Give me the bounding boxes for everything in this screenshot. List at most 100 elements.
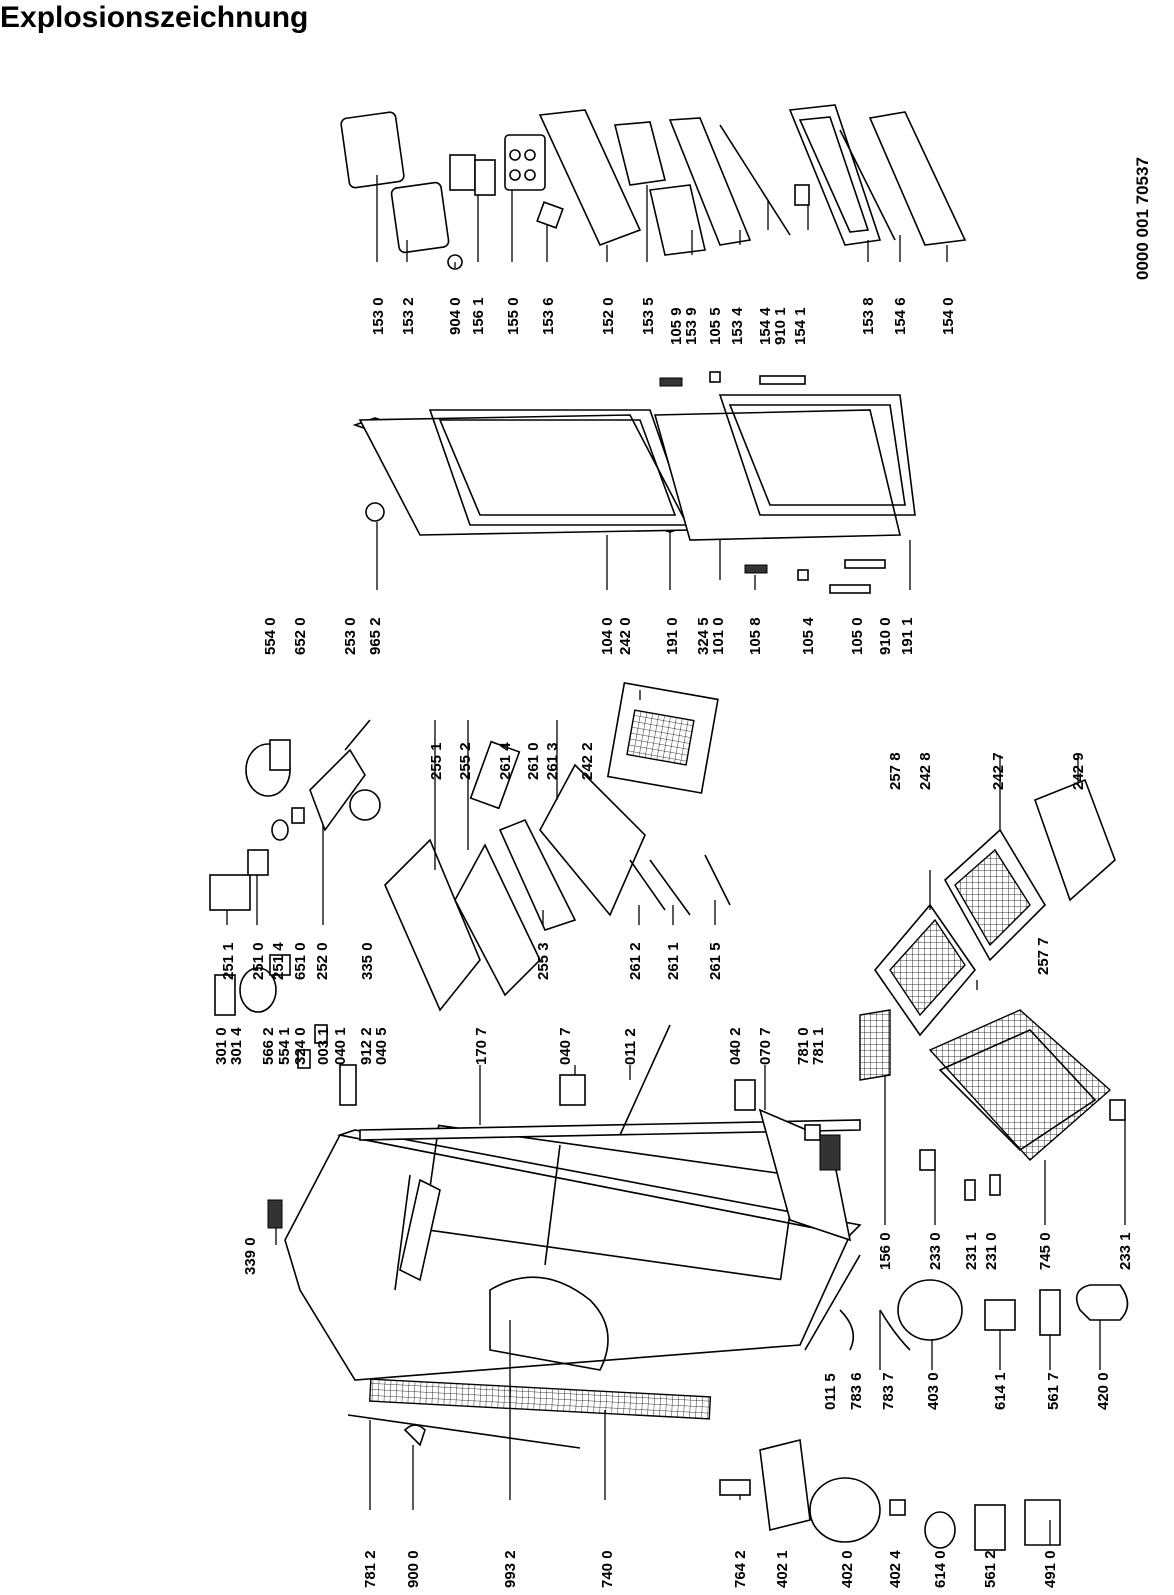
part-label: 156 0: [877, 1232, 894, 1270]
part-label: 191 1: [899, 617, 916, 655]
part-label: 153 9: [683, 307, 700, 345]
part-label: 261 3: [544, 742, 561, 780]
part-label: 153 2: [400, 297, 417, 335]
part-label: 231 1: [963, 1232, 980, 1270]
part-label: 965 2: [367, 617, 384, 655]
part-label: 070 7: [757, 1027, 774, 1065]
leader-lines: [226, 175, 1126, 1545]
thermostat-drawing: [209, 719, 381, 911]
part-label: 900 0: [405, 1550, 422, 1588]
part-label: 764 2: [732, 1550, 749, 1588]
part-label: 257 8: [887, 752, 904, 790]
part-label: 783 7: [880, 1372, 897, 1410]
part-label: 233 1: [1117, 1232, 1134, 1270]
part-label: 614 1: [992, 1372, 1009, 1410]
part-label: 105 9: [668, 307, 685, 345]
part-label: 402 1: [774, 1550, 791, 1588]
part-drawings: [209, 104, 1129, 1551]
page-title: Explosionszeichnung: [0, 1, 309, 34]
part-label: 745 0: [1037, 1232, 1054, 1270]
part-label: 781 2: [362, 1550, 379, 1588]
part-label: 253 0: [342, 617, 359, 655]
part-label: 191 0: [664, 617, 681, 655]
condenser-drawing: [347, 1378, 712, 1449]
part-label: 255 2: [457, 742, 474, 780]
compressor-drawing: [719, 1254, 1129, 1551]
hinge-parts-drawing: [365, 371, 886, 594]
part-label: 170 7: [473, 1027, 490, 1065]
part-label: 561 2: [982, 1550, 999, 1588]
part-label: 261 1: [665, 942, 682, 980]
part-label: 561 7: [1045, 1372, 1062, 1410]
part-label: 420 0: [1095, 1372, 1112, 1410]
part-label: 011 2: [622, 1028, 639, 1065]
part-label: 242 8: [917, 752, 934, 790]
part-label: 153 8: [860, 297, 877, 335]
part-label: 301 0: [213, 1027, 230, 1065]
part-label: 105 4: [800, 617, 817, 655]
part-label: 993 2: [502, 1550, 519, 1588]
part-label: 255 3: [535, 942, 552, 980]
part-label: 566 2: [260, 1027, 277, 1065]
part-label: 910 0: [877, 617, 894, 655]
part-label: 040 2: [727, 1027, 744, 1065]
part-label: 011 5: [822, 1373, 839, 1410]
part-label: 261 5: [707, 942, 724, 980]
part-label: 104 0: [599, 617, 616, 655]
part-label: 154 4: [757, 307, 774, 345]
part-label: 255 1: [428, 742, 445, 780]
document-number: 0000 001 70537: [1133, 157, 1152, 280]
shelves-drawing: [384, 682, 731, 1012]
part-label: 257 7: [1035, 937, 1052, 975]
part-label: 402 4: [887, 1550, 904, 1588]
part-label: 251 4: [270, 942, 287, 980]
part-label: 153 0: [370, 297, 387, 335]
part-label: 233 0: [927, 1232, 944, 1270]
part-label: 491 0: [1042, 1550, 1059, 1588]
part-label: 324 5: [695, 617, 712, 655]
part-label: 910 1: [772, 307, 789, 345]
part-label: 003 1: [315, 1027, 332, 1065]
part-label: 651 0: [292, 942, 309, 980]
part-label: 156 1: [470, 297, 487, 335]
part-label: 904 0: [447, 297, 464, 335]
freezer-drawers-drawing: [859, 778, 1126, 1201]
part-label: 301 4: [228, 1027, 245, 1065]
part-label: 231 0: [983, 1232, 1000, 1270]
cabinet-drawing: [284, 1108, 862, 1381]
part-label: 261 4: [497, 742, 514, 780]
part-label: 242 9: [1070, 752, 1087, 790]
part-label: 153 4: [729, 307, 746, 345]
part-label: 242 7: [990, 752, 1007, 790]
part-label: 152 0: [600, 297, 617, 335]
part-label: 153 6: [540, 297, 557, 335]
part-label: 154 6: [892, 297, 909, 335]
door-bins-drawing: [340, 104, 967, 270]
part-label: 251 0: [250, 942, 267, 980]
door-lower-drawing: [653, 394, 916, 541]
part-label: 155 0: [505, 297, 522, 335]
part-label: 154 1: [792, 307, 809, 345]
part-label: 261 0: [525, 742, 542, 780]
part-label: 105 0: [849, 617, 866, 655]
part-label: 105 8: [747, 617, 764, 655]
cabinet-fittings-drawing: [214, 954, 841, 1229]
part-label: 101 0: [710, 617, 727, 655]
part-label: 252 0: [314, 942, 331, 980]
part-label: 614 0: [932, 1550, 949, 1588]
part-label: 154 0: [940, 297, 957, 335]
part-label: 781 1: [810, 1027, 827, 1065]
part-label: 652 0: [292, 617, 309, 655]
part-label: 740 0: [599, 1550, 616, 1588]
part-label: 783 6: [848, 1372, 865, 1410]
part-label: 781 0: [795, 1027, 812, 1065]
part-label: 912 2: [358, 1027, 375, 1065]
part-label: 339 0: [242, 1237, 259, 1275]
part-label: 040 7: [557, 1027, 574, 1065]
part-label: 403 0: [925, 1372, 942, 1410]
part-label: 242 0: [617, 617, 634, 655]
part-label: 402 0: [839, 1550, 856, 1588]
part-label: 105 5: [707, 307, 724, 345]
part-label: 242 2: [579, 742, 596, 780]
